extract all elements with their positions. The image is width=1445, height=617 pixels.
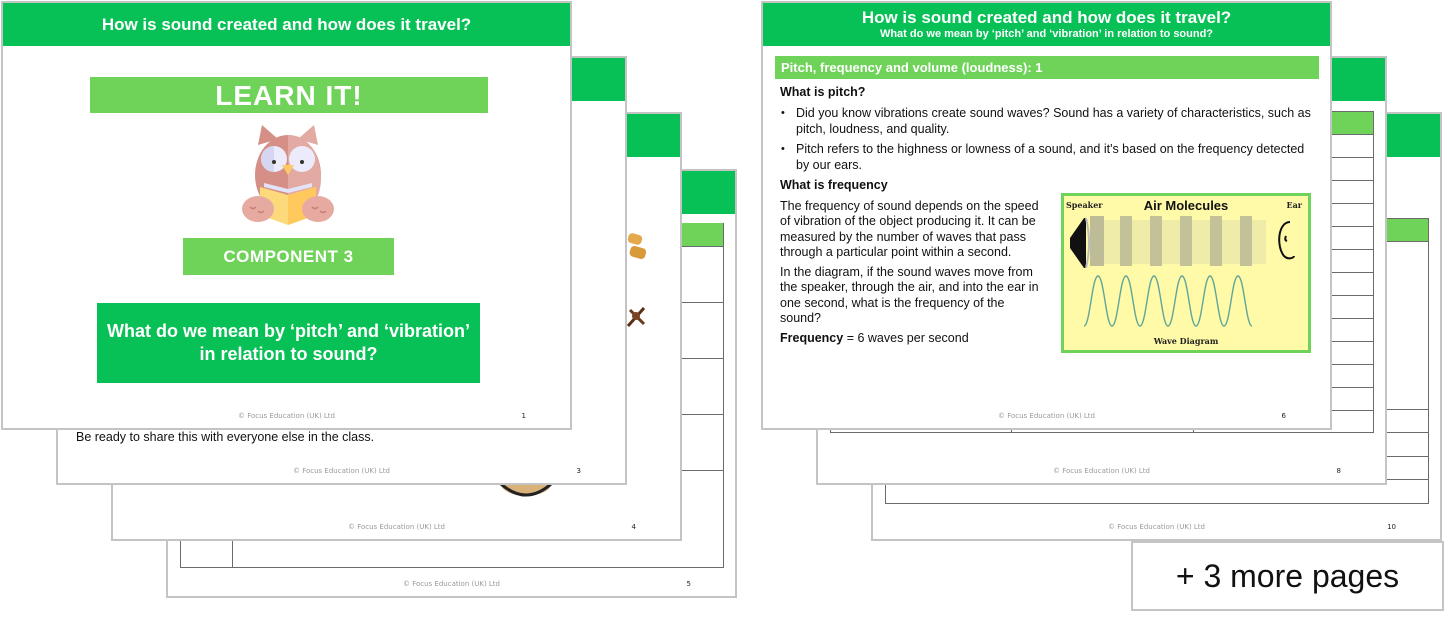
lesson-question: What do we mean by ‘pitch’ and ‘vibratio… xyxy=(97,303,480,383)
frequency-heading: What is frequency xyxy=(780,178,888,192)
answer-label: Frequency xyxy=(780,331,844,346)
wave-diagram: Speaker Air Molecules Ear xyxy=(1061,193,1311,353)
page-number: 5 xyxy=(686,580,691,588)
diagram-title: Air Molecules xyxy=(1143,198,1229,213)
violin-icon xyxy=(624,304,648,330)
slide-header: How is sound created and how does it tra… xyxy=(763,3,1330,46)
answer-value: = 6 waves per second xyxy=(843,331,969,346)
bullet-item: Pitch refers to the highness or lowness … xyxy=(780,141,1320,173)
footer-copyright: © Focus Education (UK) Ltd xyxy=(997,412,1095,420)
pitch-heading: What is pitch? xyxy=(780,85,866,99)
slide-header: How is sound created and how does it tra… xyxy=(3,3,570,46)
component-label: COMPONENT 3 xyxy=(183,238,394,275)
pitch-bullets: Did you know vibrations create sound wav… xyxy=(780,105,1320,173)
frequency-paragraph: In the diagram, if the sound waves move … xyxy=(780,265,1039,326)
footer-copyright: © Focus Education (UK) Ltd xyxy=(347,523,445,531)
frequency-paragraph: The frequency of sound depends on the sp… xyxy=(780,199,1039,259)
footer-copyright: © Focus Education (UK) Ltd xyxy=(402,580,500,588)
page-number: 10 xyxy=(1387,523,1396,531)
more-pages-button[interactable]: + 3 more pages xyxy=(1131,541,1444,611)
pitch-section: What is pitch? Did you know vibrations c… xyxy=(780,84,1320,198)
page-number: 8 xyxy=(1336,467,1341,475)
learn-it-banner: LEARN IT! xyxy=(90,77,488,113)
slide-preview-1[interactable]: How is sound created and how does it tra… xyxy=(1,1,572,430)
instruction-text: Be ready to share this with everyone els… xyxy=(76,430,375,444)
diagram-caption: Wave Diagram xyxy=(1153,336,1219,346)
footer-copyright: © Focus Education (UK) Ltd xyxy=(1107,523,1205,531)
drum-sticks-icon xyxy=(626,232,648,262)
frequency-answer: Frequency = 6 waves per second xyxy=(780,331,1045,346)
owl-reading-book-icon xyxy=(238,123,338,227)
page-number: 6 xyxy=(1281,412,1286,420)
section-title: Pitch, frequency and volume (loudness): … xyxy=(775,56,1319,79)
ear-label: Ear xyxy=(1286,200,1303,210)
sound-wave-illustration xyxy=(1070,216,1295,327)
slide-preview-6[interactable]: How is sound created and how does it tra… xyxy=(761,1,1332,430)
page-number: 3 xyxy=(576,467,581,475)
footer-copyright: © Focus Education (UK) Ltd xyxy=(1052,467,1150,475)
bullet-item: Did you know vibrations create sound wav… xyxy=(780,105,1320,137)
slide-title: How is sound created and how does it tra… xyxy=(861,8,1232,27)
footer-copyright: © Focus Education (UK) Ltd xyxy=(237,412,335,420)
page-number: 1 xyxy=(521,412,526,420)
footer-copyright: © Focus Education (UK) Ltd xyxy=(292,467,390,475)
slide-subtitle: What do we mean by ‘pitch’ and ‘vibratio… xyxy=(879,28,1214,40)
frequency-section: The frequency of sound depends on the sp… xyxy=(780,199,1045,352)
page-number: 4 xyxy=(631,523,636,531)
speaker-label: Speaker xyxy=(1066,200,1103,210)
